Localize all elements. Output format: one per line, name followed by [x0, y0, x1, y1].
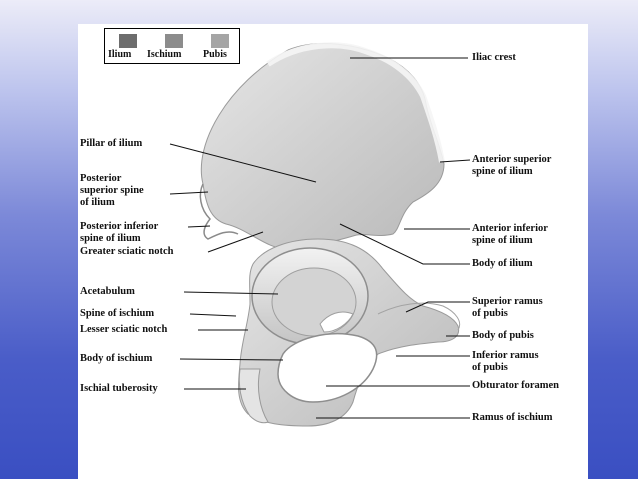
ischial-tuberosity-shape [238, 368, 269, 424]
pubic-superior-ramus [377, 302, 461, 331]
legend-swatch-ischium [165, 34, 183, 48]
leader-body-of-ischium [179, 358, 284, 361]
label-acetabulum: Acetabulum [80, 286, 135, 297]
label-superior-ramus-line1: Superior ramus [472, 296, 543, 307]
leader-lines-left [169, 143, 317, 390]
label-anterior-inferior-spine-line1: Anterior inferior [472, 223, 548, 234]
label-posterior-inferior-spine-line1: Posterior inferior [80, 221, 159, 232]
label-superior-ramus-line2: of pubis [472, 308, 508, 319]
label-ischial-tuberosity: Ischial tuberosity [80, 383, 158, 394]
posterior-spines [199, 183, 239, 240]
leader-greater-sciatic-notch [207, 231, 264, 253]
legend-label-ischium: Ischium [147, 49, 182, 60]
label-posterior-superior-spine-line2: superior spine [80, 185, 144, 196]
label-anterior-superior-spine-line2: spine of ilium [472, 166, 533, 177]
leader-lines-right [316, 57, 471, 419]
leader-acetabulum [183, 291, 279, 295]
label-inferior-ramus-line1: Inferior ramus [472, 350, 539, 361]
acetabular-notch [319, 311, 354, 333]
legend: Ilium Ischium Pubis [104, 28, 240, 64]
label-body-of-ilium: Body of ilium [472, 258, 533, 269]
label-body-of-ischium: Body of ischium [80, 353, 153, 364]
label-spine-of-ischium: Spine of ischium [80, 308, 155, 319]
legend-label-ilium: Ilium [108, 49, 132, 60]
label-pillar-of-ilium: Pillar of ilium [80, 138, 143, 149]
label-posterior-inferior-spine-line2: spine of ilium [80, 233, 141, 244]
label-obturator-foramen: Obturator foramen [472, 380, 559, 391]
label-anterior-inferior-spine-line2: spine of ilium [472, 235, 533, 246]
label-body-of-pubis: Body of pubis [472, 330, 534, 341]
obturator-foramen-shape [277, 332, 378, 403]
leader-spine-of-ischium [189, 313, 237, 317]
label-posterior-superior-spine-line1: Posterior [80, 173, 122, 184]
label-ramus-of-ischium: Ramus of ischium [472, 412, 553, 423]
leader-body-of-ilium [339, 223, 470, 265]
leader-posterior-inferior-spine [187, 225, 211, 228]
label-posterior-superior-spine-line3: of ilium [80, 197, 115, 208]
legend-swatch-ilium [119, 34, 137, 48]
leader-pillar-of-ilium [169, 143, 317, 183]
label-lesser-sciatic-notch: Lesser sciatic notch [80, 324, 168, 335]
iliac-crest-rim [266, 42, 445, 163]
legend-swatch-pubis [211, 34, 229, 48]
label-iliac-crest: Iliac crest [472, 52, 516, 63]
slide-panel: Ilium Ischium Pubis [78, 24, 588, 479]
legend-label-pubis: Pubis [203, 49, 227, 60]
label-anterior-superior-spine-line1: Anterior superior [472, 154, 552, 165]
hip-bone-illustration [169, 42, 471, 427]
leader-superior-ramus [405, 301, 470, 313]
label-greater-sciatic-notch: Greater sciatic notch [80, 246, 174, 257]
leader-posterior-superior-spine [169, 191, 209, 195]
label-inferior-ramus-line2: of pubis [472, 362, 508, 373]
leader-anterior-superior-spine [439, 159, 471, 163]
